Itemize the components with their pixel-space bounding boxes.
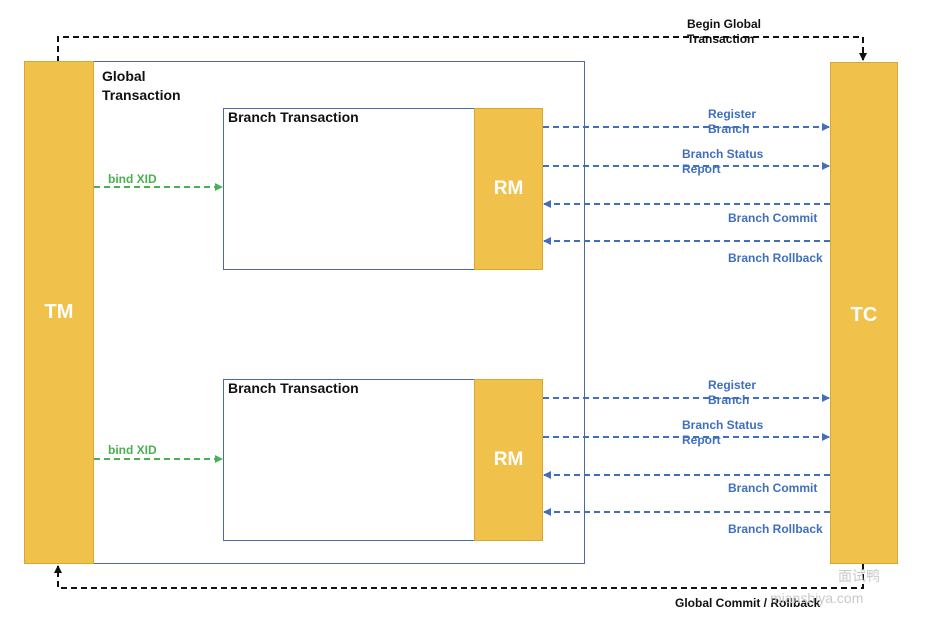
tc-bar: TC — [830, 62, 898, 564]
watermark-line2: mianshiya.com — [770, 590, 864, 606]
status-report-label-1: Branch Status Report — [682, 147, 764, 176]
status-report-label-2: Branch Status Report — [682, 418, 764, 447]
rm-box-1: RM — [474, 108, 543, 270]
global-commit-arrow — [54, 564, 864, 589]
branch-rollback-label-1: Branch Rollback — [728, 251, 823, 265]
register-branch-label-1: Register Branch — [708, 107, 757, 136]
branch-transaction-box-2 — [223, 379, 475, 541]
tm-label: TM — [44, 301, 74, 323]
branch-transaction-box-1 — [223, 108, 475, 270]
begin-global-label: Begin Global Transaction — [687, 17, 762, 46]
branch-commit-label-2: Branch Commit — [728, 481, 818, 495]
watermark-line1: 面试鸭 — [838, 568, 880, 584]
tm-bar: TM — [24, 61, 94, 564]
rm-label-1: RM — [493, 178, 524, 199]
begin-global-arrow — [57, 36, 867, 62]
branch-rollback-label-2: Branch Rollback — [728, 522, 823, 536]
tc-label: TC — [850, 304, 878, 326]
rm-box-2: RM — [474, 379, 543, 541]
branch-transaction-title-2: Branch Transaction — [228, 380, 359, 396]
rm-label-2: RM — [493, 449, 524, 470]
bind-xid-label-2: bind XID — [108, 443, 157, 457]
global-commit-label: Global Commit / Rollback — [675, 596, 821, 610]
branch-transaction-title-1: Branch Transaction — [228, 109, 359, 125]
global-transaction-label: Global Transaction — [102, 68, 181, 103]
branch-commit-label-1: Branch Commit — [728, 211, 818, 225]
register-branch-label-2: Register Branch — [708, 378, 757, 407]
bind-xid-label-1: bind XID — [108, 172, 157, 186]
